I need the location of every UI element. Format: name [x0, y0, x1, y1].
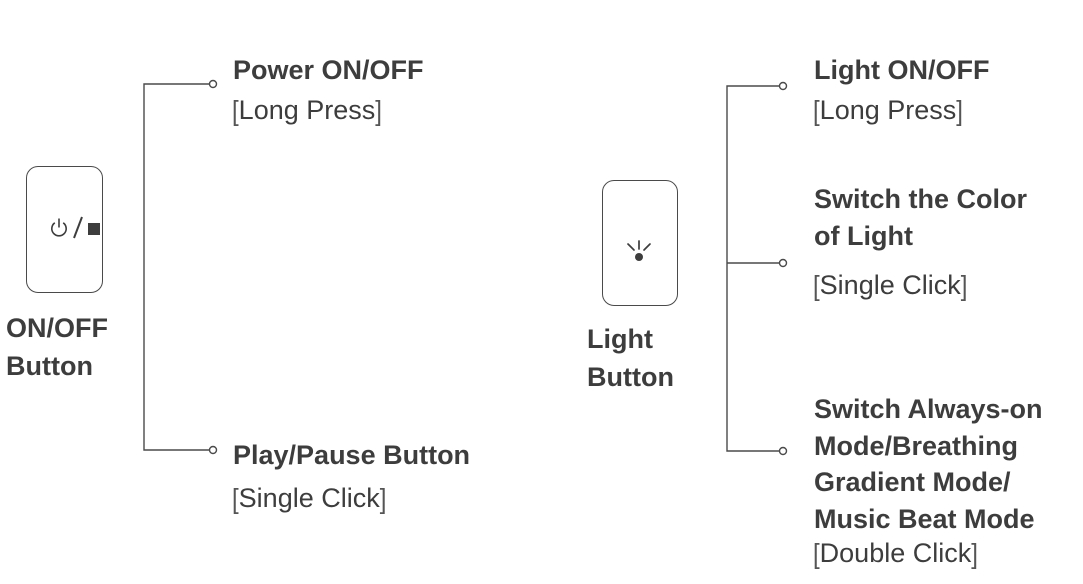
light-onoff-action: [Long Press] [813, 95, 963, 127]
light-bulb-icon [627, 240, 652, 262]
play-pause-title: Play/Pause Button [233, 440, 471, 470]
switch-mode-action: [Double Click] [813, 538, 978, 570]
light-button[interactable] [602, 180, 678, 306]
play-pause-action: [Single Click] [232, 483, 387, 515]
light-connector-dot [778, 81, 788, 91]
switch-color-action: [Single Click] [813, 270, 968, 302]
onoff-button[interactable] [26, 166, 103, 293]
onoff-connector-dot [208, 445, 218, 455]
switch-color-title: Switch the Color of Light [814, 184, 1028, 251]
power-onoff-action: [Long Press] [232, 95, 382, 127]
power-stop-icon [51, 217, 101, 239]
light-button-label: Light Button [587, 324, 674, 392]
light-onoff-title: Light ON/OFF [814, 55, 990, 85]
power-onoff-title: Power ON/OFF [233, 55, 424, 85]
switch-mode-title: Switch Always-on Mode/Breathing Gradient… [814, 394, 1043, 534]
light-connector-dot [778, 446, 788, 456]
onoff-button-label: ON/OFF Button [6, 313, 108, 381]
onoff-connector-dot [208, 79, 218, 89]
light-bracket-line [726, 85, 780, 452]
onoff-bracket-line [143, 83, 210, 451]
light-connector-dot [778, 258, 788, 268]
